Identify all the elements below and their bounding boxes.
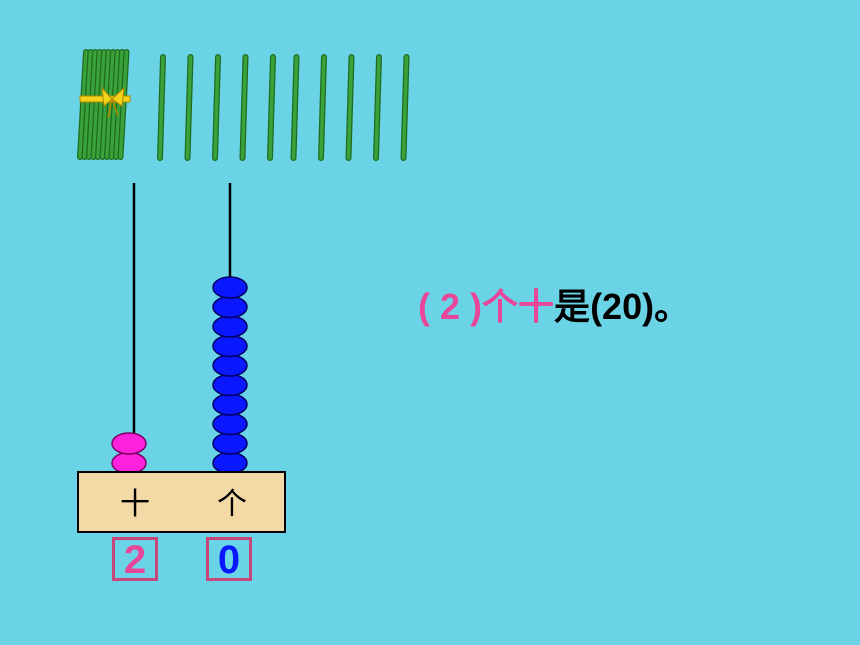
- bead: [212, 393, 248, 416]
- single-stick: [373, 54, 382, 161]
- close-paren: ): [460, 286, 483, 327]
- full-stop: 。: [654, 286, 691, 327]
- stick-bundle: [77, 49, 131, 160]
- is-word: 是: [554, 286, 591, 327]
- tens-digit-box: 2: [112, 537, 158, 581]
- single-stick: [345, 54, 355, 161]
- bundle-stick: [90, 49, 103, 160]
- tens-label: 十: [120, 487, 150, 522]
- single-stick: [157, 54, 166, 161]
- bundle-stick: [104, 49, 116, 160]
- bead: [111, 432, 147, 455]
- bundle-stick: [117, 49, 130, 160]
- bead: [212, 373, 248, 397]
- single-stick: [318, 54, 327, 161]
- tens-count-answer: 2: [440, 286, 461, 327]
- ones-label: 个: [217, 487, 247, 522]
- single-stick: [400, 54, 410, 161]
- abacus-base: [77, 471, 286, 533]
- bead: [212, 451, 248, 475]
- bundle-stick: [86, 49, 98, 160]
- single-sticks: [157, 54, 410, 161]
- bead: [212, 295, 248, 319]
- bundle-stick: [81, 49, 94, 160]
- bead: [212, 315, 248, 338]
- tens-beads: [111, 432, 147, 475]
- answer-sentence: ( 2 )个十是(20)。: [418, 278, 690, 330]
- unit-word: 个十: [482, 286, 555, 327]
- bundle-stick: [77, 49, 89, 160]
- single-stick: [239, 54, 249, 161]
- single-stick: [290, 54, 300, 161]
- ones-beads: [212, 276, 248, 475]
- bead: [212, 432, 248, 455]
- result-number: (20): [590, 286, 655, 327]
- single-stick: [184, 54, 194, 161]
- ribbon-bow: [79, 86, 131, 119]
- bead: [212, 412, 248, 436]
- open-paren: (: [418, 286, 440, 327]
- bundle-stick: [95, 49, 107, 160]
- bead: [212, 334, 248, 358]
- single-stick: [267, 54, 276, 161]
- bead: [212, 354, 248, 377]
- bead: [111, 451, 147, 475]
- bead: [212, 276, 248, 299]
- ones-digit-box: 0: [206, 537, 252, 581]
- single-stick: [212, 54, 221, 161]
